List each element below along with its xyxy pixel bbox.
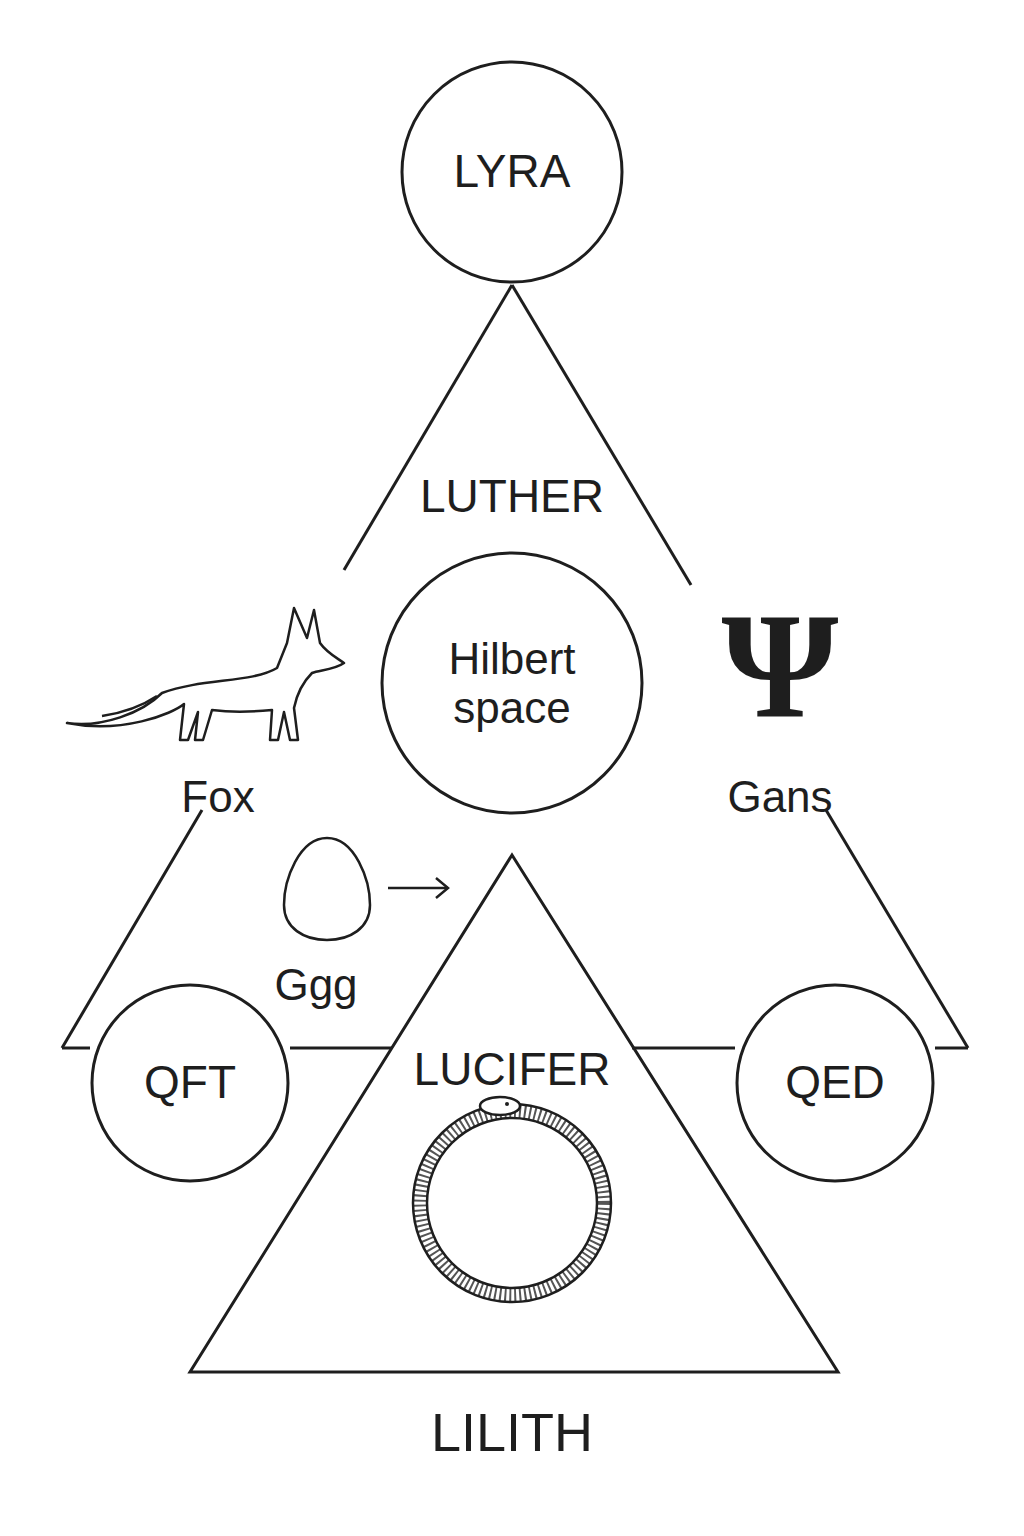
circle-outline <box>737 985 933 1181</box>
outline-stroke <box>290 1047 392 1050</box>
hilbert-circle: Hilbert space <box>380 551 644 815</box>
circle-outline <box>92 985 288 1181</box>
node-label: LUCIFER <box>414 1044 611 1096</box>
egg-icon <box>284 838 370 940</box>
node-label: QED <box>785 1057 885 1109</box>
animal-label: Gans <box>727 775 832 819</box>
outline-stroke <box>935 1047 968 1050</box>
qft-circle: QFT <box>90 983 290 1183</box>
egg-label: Ggg <box>274 963 357 1007</box>
node-label: LILITH <box>431 1402 593 1462</box>
outline-stroke <box>512 285 691 585</box>
lyra-circle: LYRA <box>400 60 624 284</box>
animal-label: Fox <box>181 775 254 819</box>
circle-outline <box>402 62 622 282</box>
inner-triangle: LUCIFER LILITH <box>190 855 838 1465</box>
node-label: QFT <box>144 1057 236 1109</box>
inner-triangle-outline <box>190 855 838 1465</box>
qed-circle: QED <box>735 983 935 1183</box>
outline-stroke <box>344 285 512 570</box>
node-label: LUTHER <box>420 471 604 523</box>
outline-stroke <box>632 1047 735 1050</box>
circle-outline <box>382 553 642 813</box>
node-label: LYRA <box>454 146 571 198</box>
pointer-arrow <box>388 878 448 898</box>
node-label: Hilbert space <box>407 634 617 733</box>
ouroboros-symbol <box>413 1097 611 1302</box>
psi-symbol: Ψ <box>722 590 839 740</box>
fox-icon <box>67 608 344 740</box>
outline-stroke <box>62 1047 90 1050</box>
